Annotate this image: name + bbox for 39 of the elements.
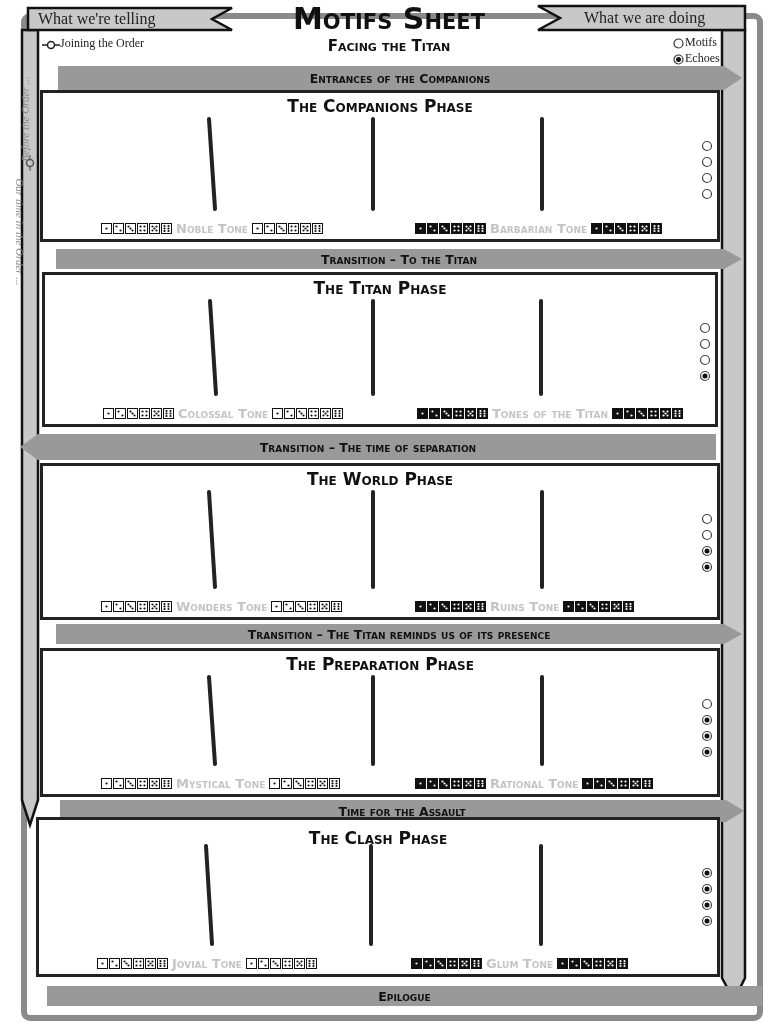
banner-heading: What we're telling <box>38 10 156 28</box>
tone-name: Colossal Tone <box>178 406 269 421</box>
tone-name: Ruins Tone <box>490 599 560 614</box>
banner-text: Entrances of the Companions <box>309 70 491 86</box>
tone-name: Noble Tone <box>176 221 248 236</box>
banner-text: Transition – The time of separation <box>259 439 477 455</box>
phase-panel <box>42 272 718 427</box>
banner-text: Transition – To the Titan <box>321 251 477 267</box>
arrow-banner <box>20 434 716 460</box>
timeline-label: Our time in the Order ... <box>13 178 26 286</box>
tone-name: Wonders Tone <box>176 599 268 614</box>
phase-panel <box>40 648 720 797</box>
phase-panel <box>40 463 720 620</box>
legend-text: Joining the Order <box>60 36 144 51</box>
phase-title: The Preparation Phase <box>286 654 474 674</box>
tone-name: Glum Tone <box>486 956 554 971</box>
phase-title: The World Phase <box>306 469 454 489</box>
banner-text: Time for the Assault <box>338 803 466 819</box>
sheet-subtitle: Facing the Titan <box>326 37 452 55</box>
tone-name: Mystical Tone <box>176 776 266 791</box>
sheet-title: Motifs Sheet <box>292 2 486 36</box>
legend-text: Motifs <box>685 35 717 50</box>
tone-name: Jovial Tone <box>172 956 242 971</box>
phase-panel <box>36 817 720 977</box>
phase-title: The Clash Phase <box>308 828 448 848</box>
arrow-banner <box>56 624 742 644</box>
banner-heading: What we are doing <box>584 9 706 27</box>
arrow-banner <box>58 66 742 90</box>
tone-name: Rational Tone <box>490 776 579 791</box>
banner-text: Transition – The Titan reminds us of its presence <box>247 626 551 642</box>
phase-title: The Titan Phase <box>313 278 447 298</box>
band-bar <box>47 986 762 1006</box>
arrow-banner <box>56 249 742 269</box>
phase-panel <box>40 90 720 242</box>
legend-text: Echoes <box>685 51 720 66</box>
banner-text: Epilogue <box>378 988 431 1004</box>
tone-name: Barbarian Tone <box>490 221 588 236</box>
phase-title: The Companions Phase <box>287 96 473 116</box>
tone-name: Tones of the Titan <box>492 406 609 421</box>
